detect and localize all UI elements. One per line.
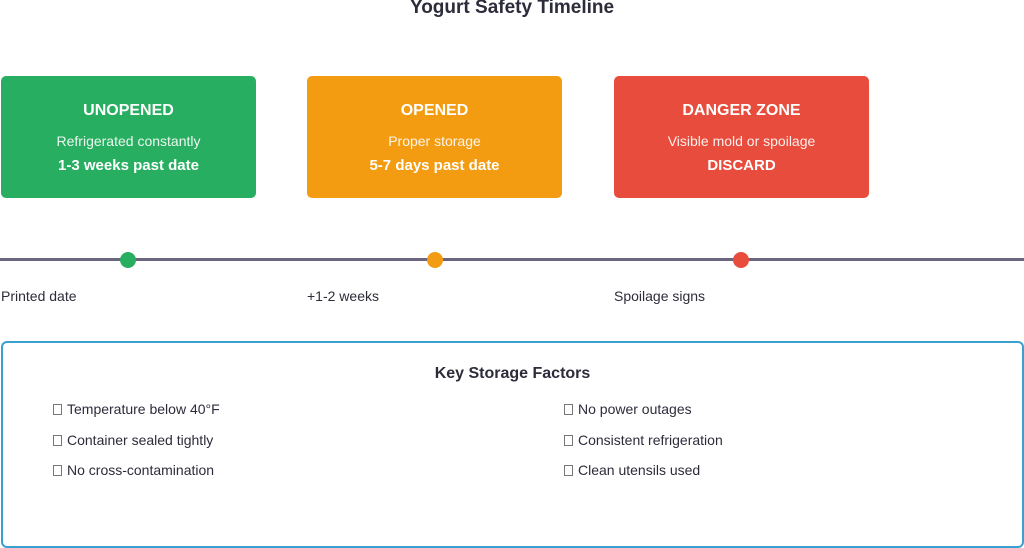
timeline-dot-orange — [427, 252, 443, 268]
timeline-dot-green — [120, 252, 136, 268]
factor-item: Clean utensils used — [564, 462, 700, 478]
missing-glyph-icon — [564, 434, 573, 446]
factor-item: No power outages — [564, 401, 692, 417]
card-heading: UNOPENED — [83, 102, 174, 119]
timeline-label: Printed date — [1, 288, 77, 304]
card-subtitle: Visible mold or spoilage — [667, 133, 816, 149]
card-detail: 1-3 weeks past date — [58, 157, 199, 174]
missing-glyph-icon — [53, 464, 62, 476]
card-subtitle: Refrigerated constantly — [56, 133, 201, 149]
card-heading: DANGER ZONE — [682, 102, 801, 119]
factor-item: Consistent refrigeration — [564, 432, 723, 448]
factor-text: No power outages — [578, 401, 692, 417]
timeline-label: +1-2 weeks — [307, 288, 379, 304]
card-detail: 5-7 days past date — [369, 157, 500, 174]
factor-text: No cross-contamination — [67, 462, 215, 478]
factor-text: Consistent refrigeration — [578, 432, 723, 448]
factor-item: Container sealed tightly — [53, 432, 213, 448]
card-unopened: UNOPENED Refrigerated constantly 1-3 wee… — [1, 76, 256, 198]
timeline-label: Spoilage signs — [614, 288, 706, 304]
factor-item: No cross-contamination — [53, 462, 214, 478]
missing-glyph-icon — [564, 403, 573, 415]
factor-item: Temperature below 40°F — [53, 401, 220, 417]
missing-glyph-icon — [53, 403, 62, 415]
factor-text: Temperature below 40°F — [67, 401, 220, 417]
card-opened: OPENED Proper storage 5-7 days past date — [307, 76, 562, 198]
card-heading: OPENED — [400, 102, 469, 119]
factor-text: Container sealed tightly — [67, 432, 214, 448]
card-detail: DISCARD — [707, 157, 776, 174]
card-danger-zone: DANGER ZONE Visible mold or spoilage DIS… — [614, 76, 869, 198]
missing-glyph-icon — [564, 464, 573, 476]
card-subtitle: Proper storage — [388, 133, 481, 149]
panel-heading: Key Storage Factors — [434, 365, 591, 382]
factor-text: Clean utensils used — [578, 462, 701, 478]
timeline-line — [0, 258, 1024, 261]
key-storage-factors-panel: Key Storage Factors Temperature below 40… — [1, 341, 1024, 548]
missing-glyph-icon — [53, 434, 62, 446]
timeline-dot-red — [733, 252, 749, 268]
page-title: Yogurt Safety Timeline — [409, 0, 615, 18]
